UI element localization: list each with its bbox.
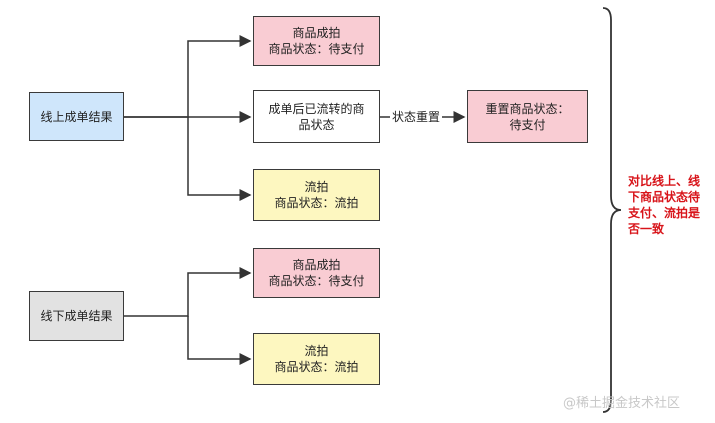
online-result-label: 线上成单结果 [40, 109, 113, 124]
online-transitioned-line1: 成单后已流转的商 [268, 101, 365, 116]
online-unsold-box: 流拍 商品状态：流拍 [253, 169, 380, 221]
offline-unsold-status: 商品状态：流拍 [274, 360, 359, 374]
reset-target-box: 重置商品状态： 待支付 [467, 90, 588, 143]
online-unsold-title: 流拍 [304, 180, 329, 194]
reset-edge-label: 状态重置 [390, 109, 443, 125]
offline-unsold-title: 流拍 [304, 344, 329, 358]
watermark: @稀土掘金技术社区 [563, 396, 681, 411]
online-sold-box: 商品成拍 商品状态：待支付 [253, 16, 380, 66]
compare-brace [602, 7, 622, 413]
offline-sold-box: 商品成拍 商品状态：待支付 [253, 248, 380, 298]
online-transitioned-line2: 品状态 [298, 117, 335, 132]
reset-target-line1: 重置商品状态： [485, 101, 570, 116]
offline-unsold-box: 流拍 商品状态：流拍 [253, 333, 380, 385]
online-result-box: 线上成单结果 [29, 92, 124, 141]
offline-result-label: 线下成单结果 [40, 309, 113, 323]
online-transitioned-box: 成单后已流转的商 品状态 [253, 90, 380, 143]
offline-connectors [124, 267, 252, 365]
offline-result-box: 线下成单结果 [29, 291, 124, 341]
online-unsold-status: 商品状态：流拍 [274, 196, 359, 210]
online-connectors [124, 35, 252, 201]
reset-target-line2: 待支付 [509, 117, 546, 132]
online-sold-title: 商品成拍 [292, 26, 341, 40]
compare-note: 对比线上、线下商品状态待支付、流拍是否一致 [628, 174, 701, 236]
online-sold-status: 商品状态：待支付 [268, 42, 365, 56]
offline-sold-status: 商品状态：待支付 [268, 274, 365, 288]
offline-sold-title: 商品成拍 [292, 258, 341, 272]
